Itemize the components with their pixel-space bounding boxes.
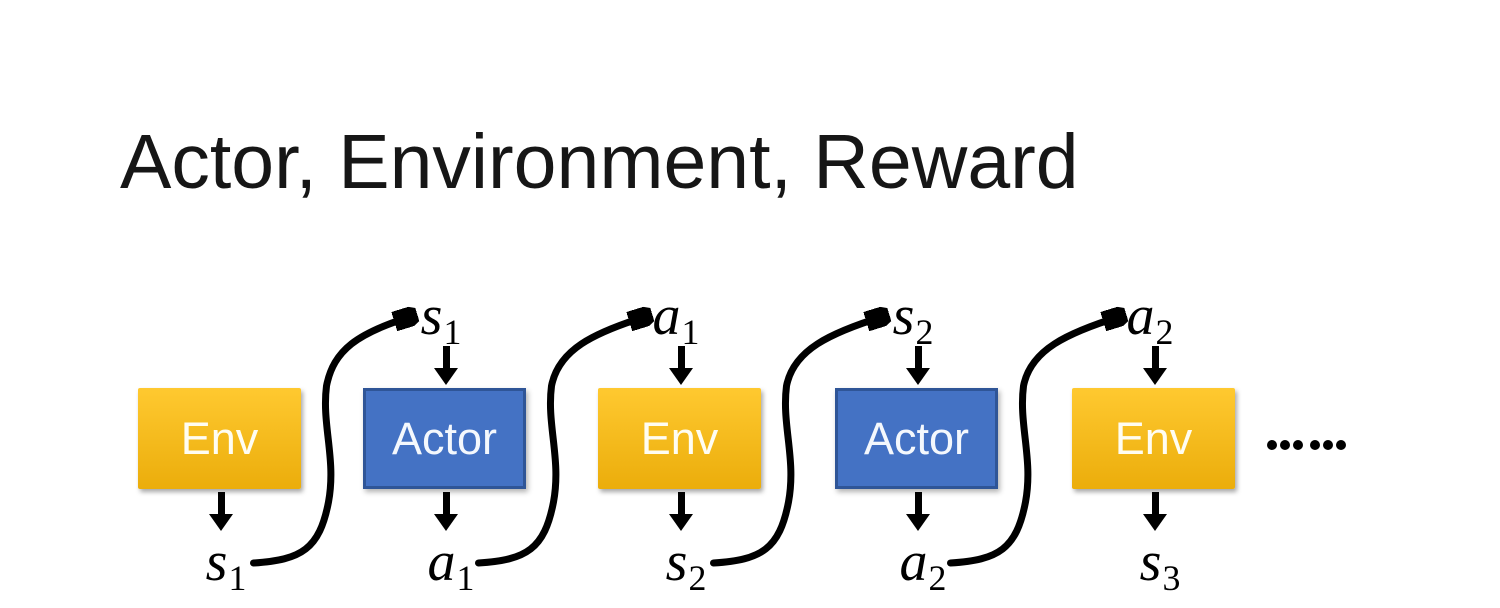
env-box-2-input-arrow-icon bbox=[669, 346, 693, 385]
state-label-s2-bottom: s2 bbox=[665, 531, 707, 599]
env-box-2-label: Env bbox=[640, 412, 719, 464]
env-box-3-input-arrow-icon bbox=[1143, 346, 1167, 385]
state-label-s1-bottom: s1 bbox=[205, 531, 247, 599]
env-box-3-output-arrow-icon bbox=[1143, 492, 1167, 531]
actor-box-1-output-arrow-icon bbox=[434, 492, 458, 531]
ellipsis-dot bbox=[1336, 440, 1346, 450]
ellipsis-dot bbox=[1310, 440, 1320, 450]
slide-title: Actor, Environment, Reward bbox=[120, 119, 1079, 205]
actor-box-2-input-arrow-icon bbox=[906, 346, 930, 385]
actor-box-2-label: Actor bbox=[863, 412, 970, 464]
env-box-1: Env bbox=[138, 388, 301, 489]
action-label-a1-bottom: a1 bbox=[427, 531, 475, 599]
action-label-a2-bottom: a2 bbox=[899, 531, 947, 599]
action-label-a2-top: a2 bbox=[1126, 285, 1174, 353]
env-box-3: Env bbox=[1072, 388, 1235, 489]
env-box-2: Env bbox=[598, 388, 761, 489]
state-label-s1-top: s1 bbox=[420, 285, 462, 353]
state-label-s3-bottom: s3 bbox=[1139, 531, 1181, 599]
ellipsis-dot bbox=[1280, 440, 1290, 450]
actor-box-1-input-arrow-icon bbox=[434, 346, 458, 385]
ellipsis-dot bbox=[1323, 440, 1333, 450]
env-box-3-label: Env bbox=[1114, 412, 1193, 464]
env-box-1-output-arrow-icon bbox=[209, 492, 233, 531]
env-box-2-output-arrow-icon bbox=[669, 492, 693, 531]
actor-box-1-label: Actor bbox=[391, 412, 498, 464]
ellipsis-dots bbox=[1267, 440, 1346, 450]
ellipsis-dot bbox=[1267, 440, 1277, 450]
actor-box-1: Actor bbox=[363, 388, 526, 489]
env-box-1-label: Env bbox=[180, 412, 259, 464]
actor-box-2: Actor bbox=[835, 388, 998, 489]
ellipsis-dot bbox=[1293, 440, 1303, 450]
actor-box-2-output-arrow-icon bbox=[906, 492, 930, 531]
state-label-s2-top: s2 bbox=[892, 285, 934, 353]
action-label-a1-top: a1 bbox=[652, 285, 700, 353]
